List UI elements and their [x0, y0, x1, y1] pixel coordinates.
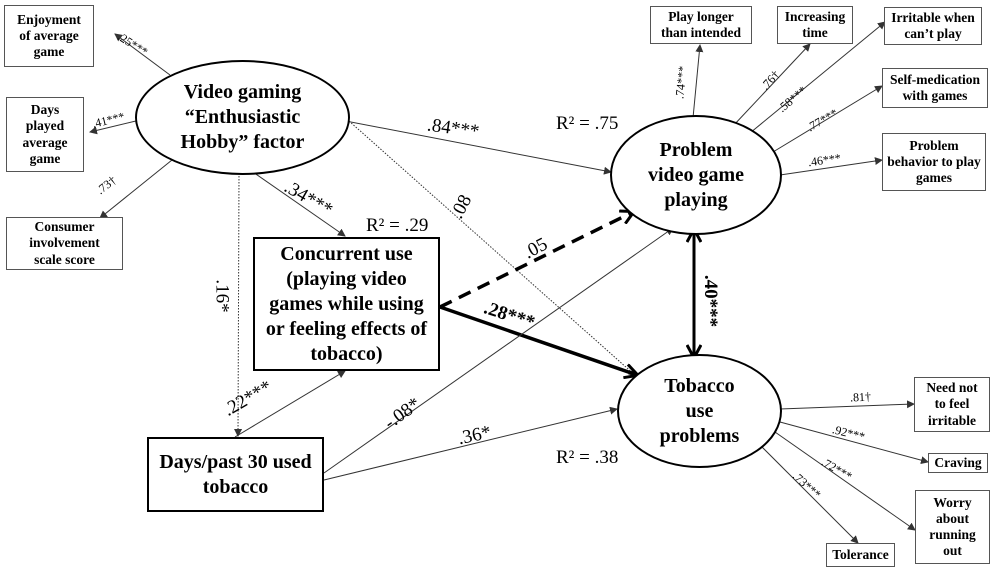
indicator-irritable-play-box: Irritable when can’t play [884, 7, 982, 45]
indicator-days-played-box: Days played average game [6, 97, 84, 172]
indicator-tolerance-box: Tolerance [826, 543, 895, 567]
path-concurrent-to-problem [439, 212, 633, 309]
loading-line-play-longer [692, 44, 704, 119]
problem-play-ellipse: Problem video game playing [610, 115, 782, 235]
indicator-involvement-box: Consumer involvement scale score [6, 217, 123, 270]
covariance-label-problem-tobacco: .40*** [700, 274, 722, 328]
loading-line-days-played [89, 119, 141, 135]
indicator-problem-behavior-box: Problem behavior to play games [882, 133, 986, 191]
loading-line-need-not [779, 400, 915, 410]
path-gaming-to-concurrent [249, 169, 346, 237]
r-squared-concurrent: R² = .29 [366, 215, 429, 236]
days-tobacco-box: Days/past 30 used tobacco [147, 437, 324, 512]
tobacco-problems-ellipse: Tobacco use problems [617, 354, 782, 468]
path-gaming-to-days [234, 172, 243, 437]
loading-line-problem-behavior [779, 157, 883, 176]
concurrent-use-box: Concurrent use (playing video games whil… [253, 237, 440, 371]
loading-line-enjoyment [114, 33, 171, 76]
loading-line-self-med [772, 85, 883, 153]
path-gaming-to-problem [303, 112, 612, 175]
r-squared-tobacco: R² = .38 [556, 447, 619, 468]
indicator-play-longer-box: Play longer than intended [650, 6, 752, 44]
gaming-factor-ellipse: Video gaming “Enthusiastic Hobby” factor [135, 60, 350, 175]
loading-line-worry [774, 431, 916, 531]
path-days-to-concurrent [234, 370, 346, 438]
path-days-to-problem [323, 227, 674, 474]
loading-line-involvement [99, 159, 173, 219]
path-concurrent-to-tobacco [439, 305, 637, 375]
indicator-increasing-box: Increasing time [777, 6, 853, 44]
loading-line-tolerance [759, 444, 859, 544]
path-label-gaming-days: .16* [211, 279, 233, 313]
path-days-to-tobacco [323, 406, 618, 481]
loading-line-increasing [732, 43, 811, 127]
loading-line-irritable-play [749, 21, 886, 134]
loading-label-need-not: .81† [849, 389, 872, 405]
loading-line-craving [779, 421, 929, 465]
indicator-need-not-box: Need not to feel irritable [914, 377, 990, 432]
r-squared-problem-play: R² = .75 [556, 113, 619, 134]
indicator-enjoyment-box: Enjoyment of average game [4, 5, 94, 67]
indicator-self-med-box: Self-medication with games [882, 68, 988, 108]
indicator-craving-box: Craving [928, 453, 988, 473]
indicator-worry-box: Worry about running out [915, 490, 990, 564]
